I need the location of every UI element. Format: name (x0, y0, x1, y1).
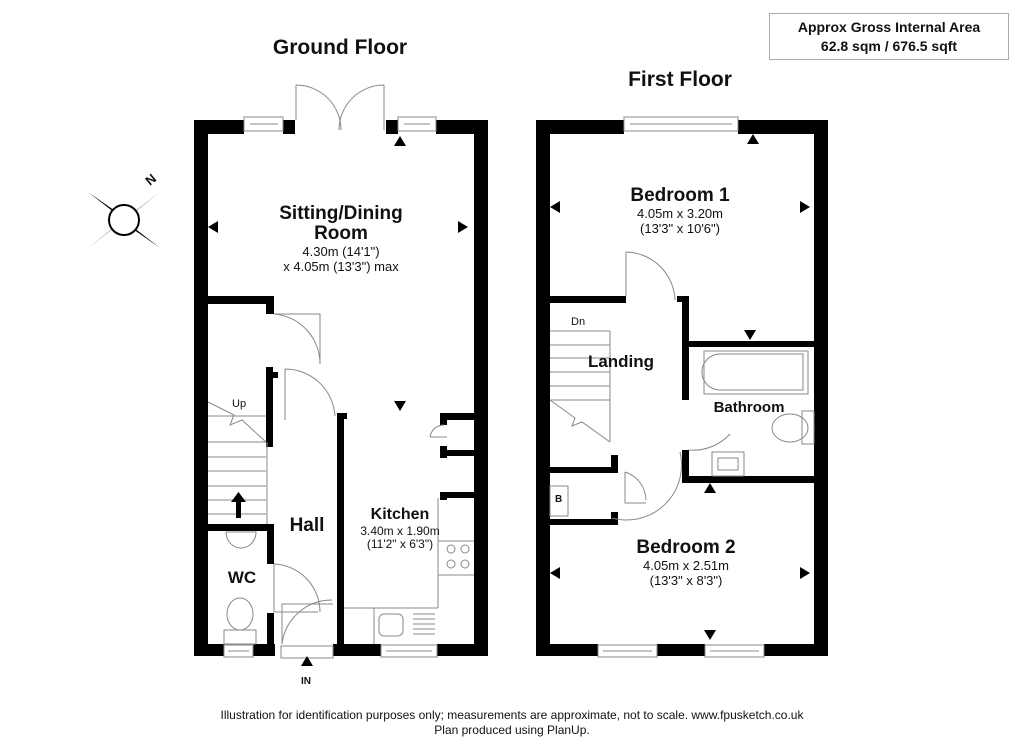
room-name: WC (227, 568, 257, 587)
gross-area-box: Approx Gross Internal Area 62.8 sqm / 67… (769, 13, 1009, 60)
room-dimension: (11'2" x 6'3") (366, 537, 434, 551)
stairs-up-label: Up (232, 398, 247, 410)
room-dimension: x 4.05m (13'3") max (283, 259, 399, 274)
room-hall: Hall (282, 516, 332, 536)
room-dimension: 4.05m x 3.20m (637, 206, 723, 221)
room-name: Sitting/Dining (279, 203, 403, 224)
disclaimer-text: Illustration for identification purposes… (220, 708, 804, 722)
boiler-label: B (555, 494, 563, 505)
compass-icon (88, 192, 160, 248)
ground-floor-doors (273, 84, 447, 645)
bathroom-fittings (701, 350, 815, 477)
room-dimension: (13'3" x 8'3") (649, 573, 723, 588)
ground-stairs (207, 401, 268, 524)
room-wc: WC (222, 568, 262, 588)
stairs-down-label: Dn (571, 316, 586, 328)
first-dimension-arrows (550, 134, 810, 640)
stairs-up-arrow-icon (231, 492, 246, 518)
footer-disclaimer: Illustration for identification purposes… (0, 708, 1024, 738)
room-landing: Landing (576, 352, 666, 372)
room-name: Room (314, 223, 368, 244)
area-value: 62.8 sqm / 676.5 sqft (820, 38, 958, 54)
ground-dimension-arrows (208, 136, 468, 666)
room-kitchen: Kitchen 3.40m x 1.90m (11'2" x 6'3") (352, 505, 448, 551)
room-name: Bedroom 2 (636, 537, 736, 558)
room-dimension: 4.30m (14'1") (302, 244, 380, 259)
ground-floor-windows (223, 116, 438, 659)
credit-text: Plan produced using PlanUp. (434, 723, 590, 737)
ground-floor-title: Ground Floor (272, 36, 408, 59)
room-name: Bedroom 1 (630, 185, 730, 206)
room-dimension: (13'3" x 10'6") (640, 221, 720, 236)
room-sitting-dining: Sitting/Dining Room 4.30m (14'1") x 4.05… (241, 203, 441, 275)
room-bathroom: Bathroom (700, 398, 798, 418)
room-bedroom-2: Bedroom 2 4.05m x 2.51m (13'3" x 8'3") (596, 537, 776, 589)
area-label: Approx Gross Internal Area (797, 19, 981, 35)
first-floor-title: First Floor (628, 68, 732, 91)
ground-floor-walls (194, 120, 488, 656)
boiler-cupboard (549, 485, 569, 517)
room-dimension: 4.05m x 2.51m (643, 558, 729, 573)
first-floor-doors (611, 251, 731, 521)
first-floor-windows (597, 116, 765, 658)
landing-stairs (549, 330, 611, 443)
room-dimension: 3.40m x 1.90m (360, 524, 440, 538)
kitchen-fittings (344, 498, 474, 644)
room-bedroom-1: Bedroom 1 4.05m x 3.20m (13'3" x 10'6") (590, 185, 770, 237)
room-name: Bathroom (713, 399, 785, 416)
room-name: Hall (289, 515, 325, 536)
room-name: Landing (587, 352, 655, 371)
room-name: Kitchen (370, 506, 430, 523)
entrance-label: IN (301, 676, 311, 687)
wc-fittings (223, 531, 257, 645)
